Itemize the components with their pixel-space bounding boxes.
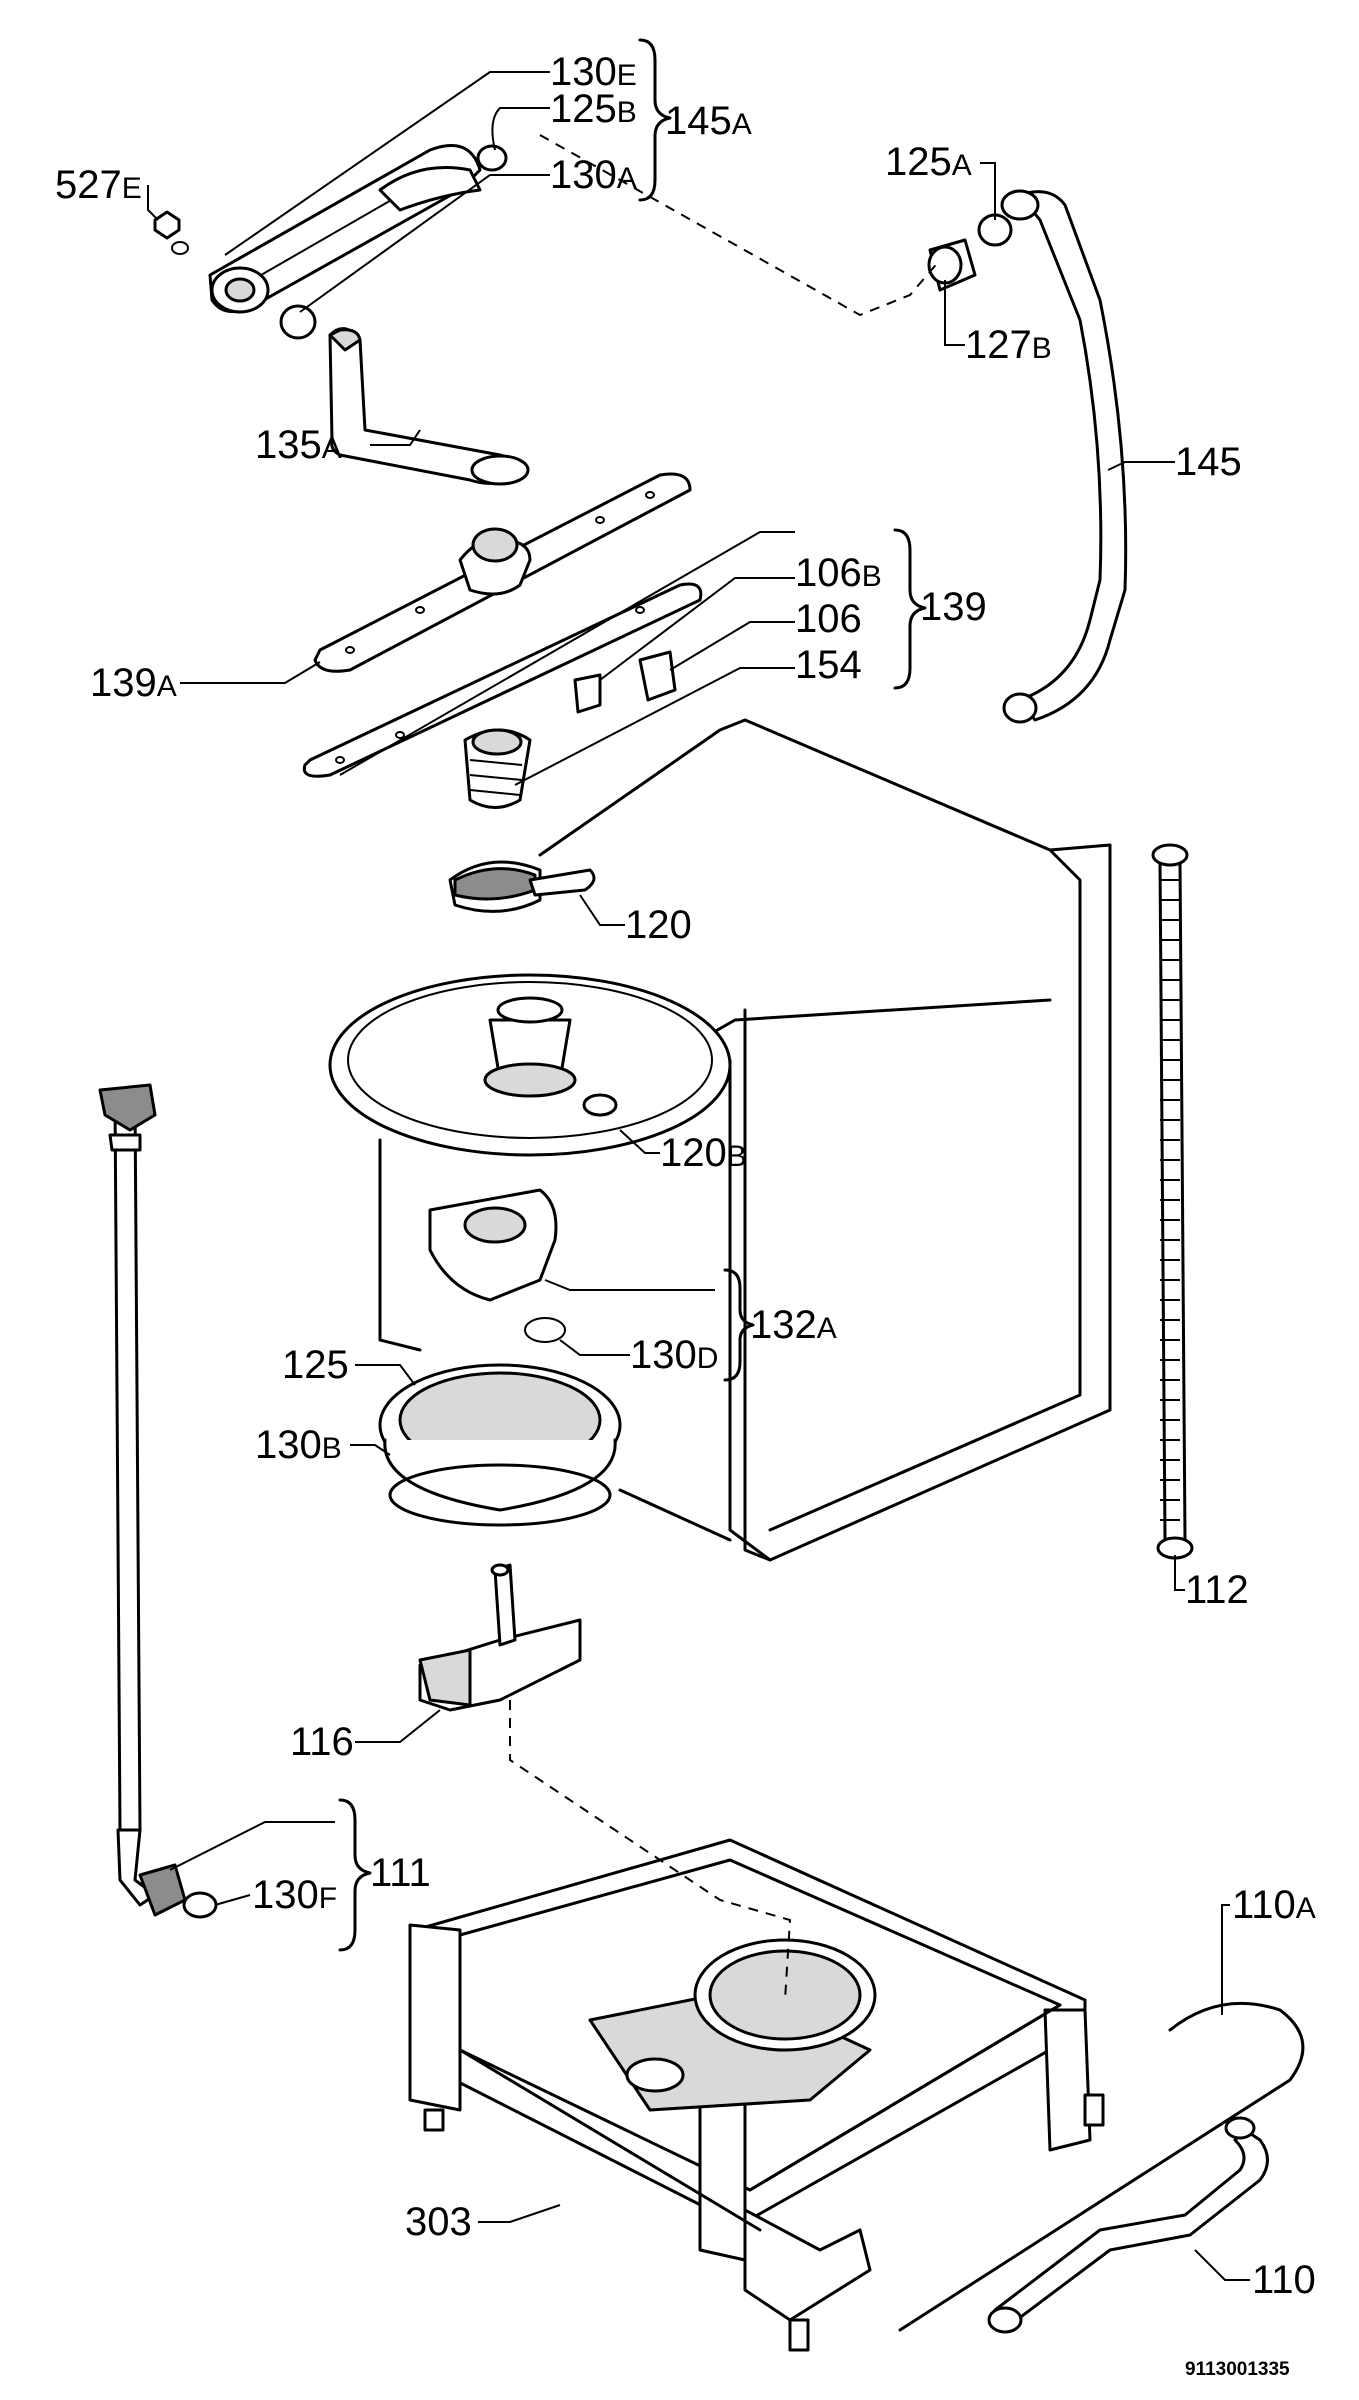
leader-lines <box>147 71 1250 2281</box>
sump-ring-125 <box>378 1363 622 1527</box>
label-145a: 145A <box>665 99 752 143</box>
label-127b: 127B <box>965 323 1052 367</box>
label-130f: 130F <box>252 1873 337 1917</box>
label-110: 110 <box>1252 2258 1316 2302</box>
label-154: 154 <box>795 643 862 687</box>
supply-tube-135a <box>328 327 530 486</box>
label-139a: 139A <box>90 661 177 705</box>
braces <box>338 38 927 1952</box>
label-135a: 135A <box>255 423 342 467</box>
label-527e: 527E <box>55 163 142 207</box>
label-125a: 125A <box>885 140 972 184</box>
filter-plate-120b <box>328 973 732 1157</box>
label-116: 116 <box>290 1720 354 1764</box>
label-139: 139 <box>920 585 987 629</box>
clips-106 <box>573 650 677 714</box>
label-125: 125 <box>282 1343 349 1387</box>
base-frame-303 <box>408 1838 1105 2352</box>
upper-spray-arm <box>153 144 508 340</box>
callout-labels: 130E 125B 145A 130A 527E 125A 127B 145 1… <box>55 50 1316 2380</box>
hose-112 <box>1151 843 1194 1560</box>
drawing-code: 9113001335 <box>1185 2359 1290 2380</box>
label-130b: 130B <box>255 1423 342 1467</box>
label-125b: 125B <box>550 87 637 131</box>
label-120b: 120B <box>660 1131 747 1175</box>
assembly-dashed-lines <box>509 134 941 2001</box>
filter-120 <box>448 860 596 913</box>
label-145: 145 <box>1175 440 1242 484</box>
label-106: 106 <box>795 597 862 641</box>
junction-116 <box>418 1563 582 1712</box>
hub-154 <box>463 728 532 809</box>
label-120: 120 <box>625 903 692 947</box>
hose-110 <box>987 2116 1269 2334</box>
label-132a: 132A <box>750 1303 837 1347</box>
label-130a: 130A <box>550 153 637 197</box>
sump-insert-132a <box>428 1188 566 1343</box>
label-130d: 130D <box>630 1333 718 1377</box>
supply-pipe-145 <box>927 189 1128 724</box>
wire-110a <box>898 2001 1305 2332</box>
label-106b: 106B <box>795 551 882 595</box>
label-111: 111 <box>370 1851 431 1895</box>
label-112: 112 <box>1185 1568 1249 1612</box>
pipe-111 <box>98 1083 218 1919</box>
label-130e: 130E <box>550 50 637 94</box>
label-110a: 110A <box>1232 1883 1316 1927</box>
label-303: 303 <box>405 2200 472 2244</box>
